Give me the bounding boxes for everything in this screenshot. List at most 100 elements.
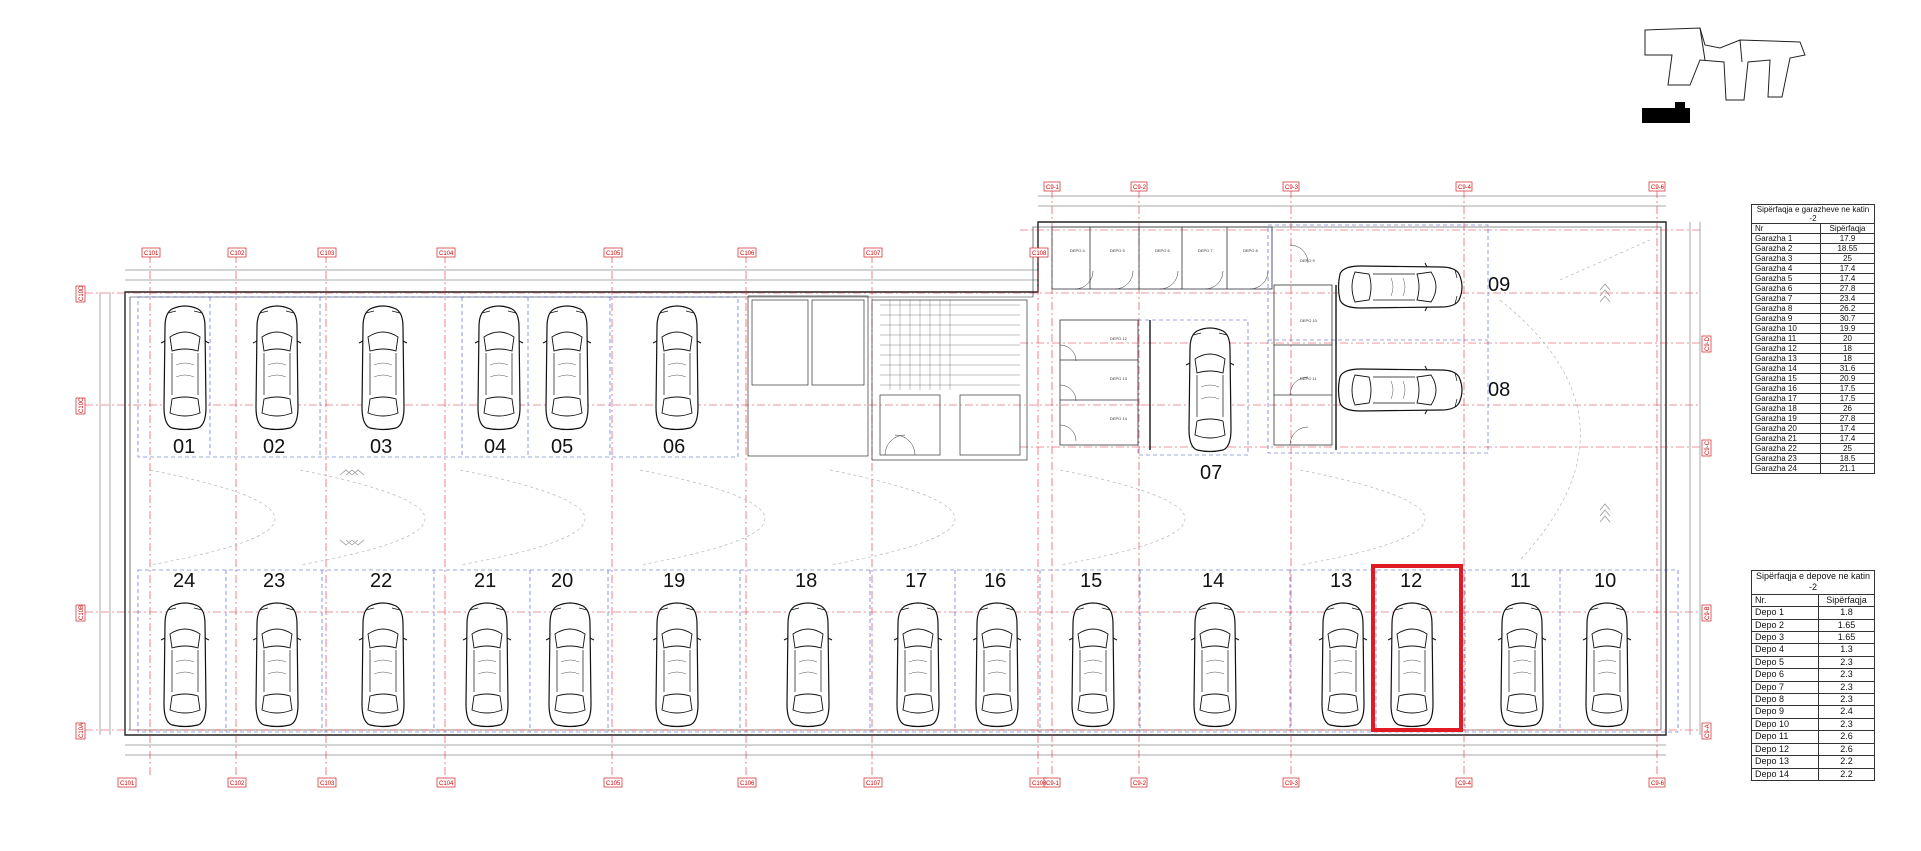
car-space-11 xyxy=(1497,602,1547,728)
grid-tag-left-C10B: C10B xyxy=(79,605,85,620)
car-space-06 xyxy=(652,305,702,431)
car-space-24 xyxy=(160,602,210,728)
depot-row-nr: Depo 3 xyxy=(1751,631,1819,645)
car-space-21 xyxy=(462,602,512,728)
garage-table-title: Sipërfaqja e garazheve ne katin -2 xyxy=(1751,204,1875,224)
garage-row-nr: Garazha 20 xyxy=(1751,423,1821,434)
garage-row-nr: Garazha 5 xyxy=(1751,273,1821,284)
space-number: 18 xyxy=(795,570,817,592)
garage-row-area: 18.55 xyxy=(1820,243,1875,254)
garage-row-area: 18.5 xyxy=(1820,453,1875,464)
depot-row-area: 2.3 xyxy=(1818,655,1875,670)
grid-tag-bottom-C9-1: C9-1 xyxy=(1046,781,1060,787)
car-space-09 xyxy=(1339,263,1463,311)
grid-tag-top-C102: C102 xyxy=(230,251,245,257)
garage-row-nr: Garazha 3 xyxy=(1751,253,1821,264)
car-space-16 xyxy=(972,602,1022,728)
garage-row-area: 20 xyxy=(1820,333,1875,344)
garage-row-nr: Garazha 11 xyxy=(1751,333,1821,344)
depot-row-area: 1.3 xyxy=(1818,643,1875,657)
car-space-15 xyxy=(1068,602,1118,728)
car-space-18 xyxy=(783,602,833,728)
depot-row-nr: Depo 12 xyxy=(1751,742,1819,757)
depot-row-nr: Depo 10 xyxy=(1751,717,1819,732)
bottom-row-cars xyxy=(160,602,1632,728)
depo-label-6: DEPO 6 xyxy=(1155,248,1170,253)
car-space-19 xyxy=(652,602,702,728)
grid-tag-bottom-C105: C105 xyxy=(606,781,621,787)
grid-tag-top-C107: C107 xyxy=(866,251,881,257)
depo-label-5: DEPO 5 xyxy=(1110,248,1125,253)
grid-tag-bottom-C9-6: C9-6 xyxy=(1651,781,1665,787)
grid-axis-tag-text: C101 C102 C103 C104 C105 C106 C107 C108 … xyxy=(79,185,1711,787)
garage-row-nr: Garazha 9 xyxy=(1751,313,1821,324)
garage-row-area: 25 xyxy=(1820,253,1875,264)
garage-row-area: 17.4 xyxy=(1820,423,1875,434)
grid-tag-bottom-C101: C101 xyxy=(120,781,135,787)
space-number: 21 xyxy=(474,570,496,592)
grid-tag-bottom-C106: C106 xyxy=(740,781,755,787)
car-space-13 xyxy=(1318,602,1368,728)
depot-row-area: 1.65 xyxy=(1818,631,1875,645)
garage-row-nr: Garazha 4 xyxy=(1751,263,1821,274)
grid-tag-bottom-C9-4: C9-4 xyxy=(1458,781,1472,787)
garage-row-nr: Garazha 10 xyxy=(1751,323,1821,334)
garage-row-nr: Garazha 17 xyxy=(1751,393,1821,404)
garage-row-area: 31.6 xyxy=(1820,363,1875,374)
depot-row-area: 2.3 xyxy=(1818,693,1875,707)
depot-row-area: 2.2 xyxy=(1818,755,1875,769)
grid-tag-top-C9-3: C9-3 xyxy=(1285,185,1299,191)
garage-row-nr: Garazha 15 xyxy=(1751,373,1821,384)
garage-row-area: 27.8 xyxy=(1820,283,1875,294)
grid-tag-bottom-C102: C102 xyxy=(230,781,245,787)
space-number: 23 xyxy=(263,570,285,592)
grid-tag-top-C9-4: C9-4 xyxy=(1458,185,1472,191)
car-space-20 xyxy=(545,602,595,728)
garage-row-area: 17.5 xyxy=(1820,393,1875,404)
car-space-10 xyxy=(1582,602,1632,728)
depo-label-13: DEPO 13 xyxy=(1110,376,1128,381)
space-number: 05 xyxy=(551,436,573,458)
grid-tag-right-C9-C: C9-C xyxy=(1705,440,1711,455)
grid-tag-top-C108: C108 xyxy=(1032,251,1047,257)
grid-tag-right-C9-D: C9-D xyxy=(1705,336,1711,351)
garage-row-area: 19.9 xyxy=(1820,323,1875,334)
garage-row-nr: Garazha 13 xyxy=(1751,353,1821,364)
dimension-lines xyxy=(99,195,1701,756)
garage-row-area: 25 xyxy=(1820,443,1875,454)
depot-col-nr: Nr. xyxy=(1751,593,1819,608)
depot-row-nr: Depo 5 xyxy=(1751,655,1819,670)
grid-tag-bottom-C9-3: C9-3 xyxy=(1285,781,1299,787)
driving-aisle-markings xyxy=(149,239,1651,566)
grid-tag-bottom-C104: C104 xyxy=(439,781,454,787)
garage-row-nr: Garazha 6 xyxy=(1751,283,1821,294)
depot-rooms xyxy=(1051,226,1337,450)
depot-col-area: Sipërfaqja xyxy=(1818,593,1875,608)
grid-tag-bottom-C103: C103 xyxy=(320,781,335,787)
grid-tag-bottom-C9-2: C9-2 xyxy=(1133,781,1147,787)
depo-label-11: DEPO 11 xyxy=(1300,376,1317,381)
garage-row-area: 18 xyxy=(1820,343,1875,354)
car-space-08 xyxy=(1339,366,1463,414)
garage-row-nr: Garazha 24 xyxy=(1751,463,1821,474)
